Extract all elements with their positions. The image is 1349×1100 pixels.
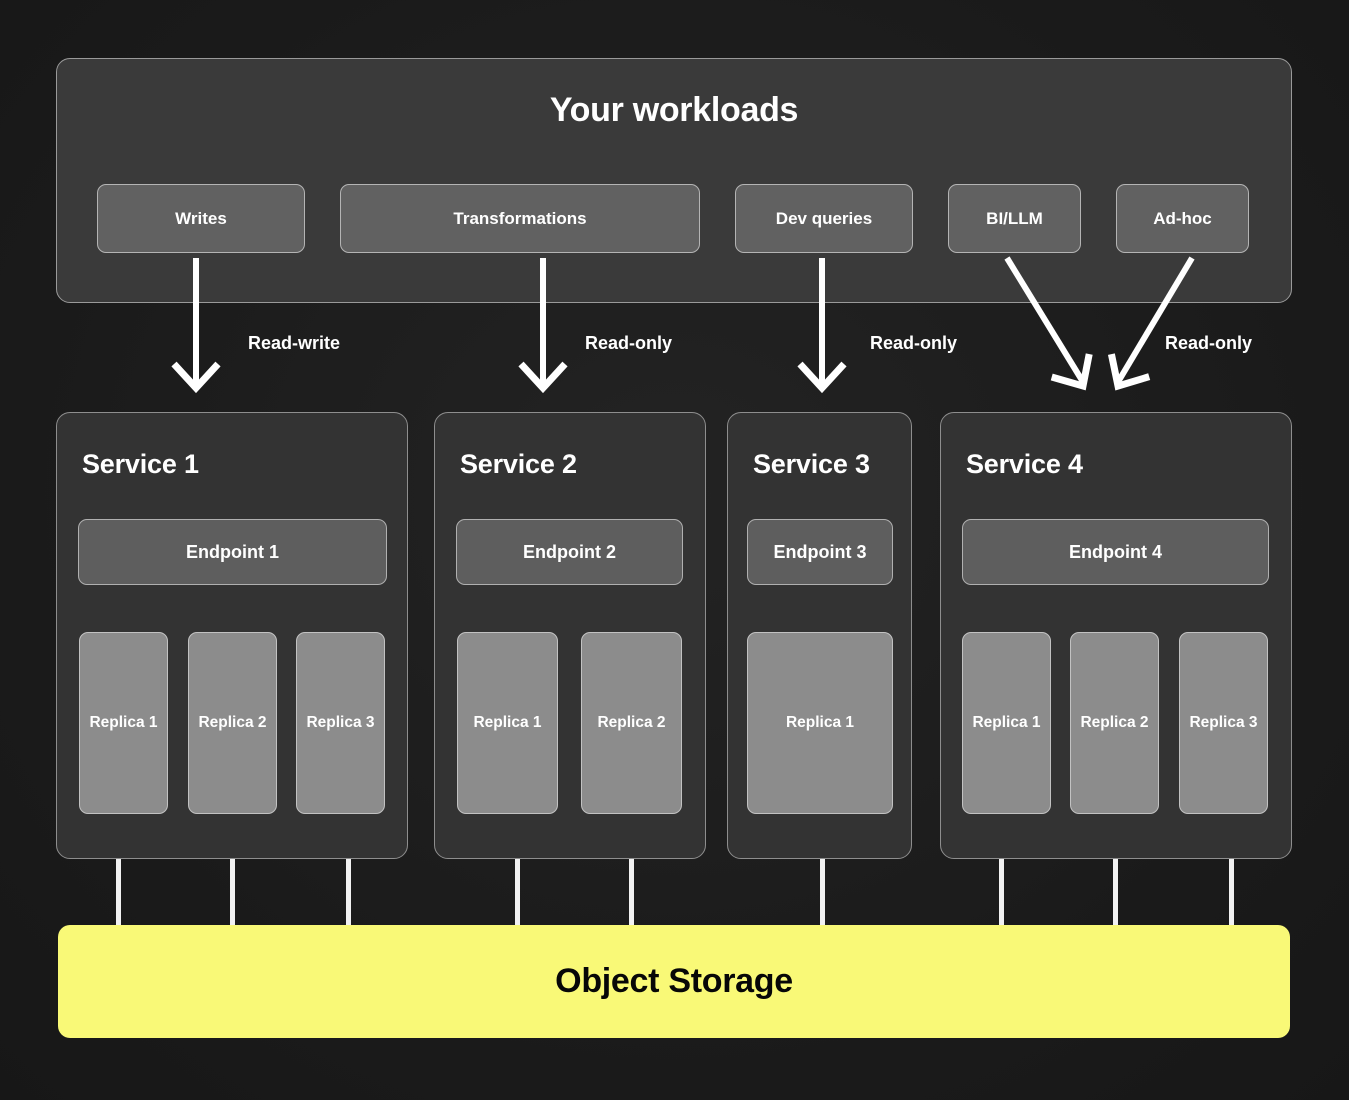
replica-label: Replica 2 [597,714,666,731]
replica-label: Replica 3 [1189,714,1258,731]
arrow-head-3 [1050,353,1093,391]
storage-link-s2-2 [629,859,634,925]
workload-box-transformations[interactable]: Transformations [340,184,700,253]
arrow-head-2 [797,361,847,394]
storage-link-s4-2 [1113,859,1118,925]
endpoint-label: Endpoint 4 [1069,541,1162,562]
workload-box-label: Ad-hoc [1153,208,1212,228]
arrow-label-read-write: Read-write [248,333,341,353]
replica-box-s1-r1[interactable]: Replica 1 [79,632,168,814]
endpoint-box-1[interactable]: Endpoint 1 [78,519,387,585]
workload-box-bi-llm[interactable]: BI/LLM [948,184,1081,253]
storage-link-s4-3 [1229,859,1234,925]
endpoint-box-4[interactable]: Endpoint 4 [962,519,1269,585]
replica-label: Replica 2 [1080,714,1149,731]
replica-box-s4-r1[interactable]: Replica 1 [962,632,1051,814]
replica-label: Replica 3 [306,714,375,731]
storage-link-s4-1 [999,859,1004,925]
endpoint-box-2[interactable]: Endpoint 2 [456,519,683,585]
service-title-4: Service 4 [966,449,1083,479]
replica-box-s1-r3[interactable]: Replica 3 [296,632,385,814]
endpoint-box-3[interactable]: Endpoint 3 [747,519,893,585]
service-title-1: Service 1 [82,449,199,479]
service-title-2: Service 2 [460,449,577,479]
arrow-label-read-only: Read-only [1165,333,1253,353]
workload-box-label: Transformations [453,208,587,228]
workload-box-writes[interactable]: Writes [97,184,305,253]
replica-box-s3-r1[interactable]: Replica 1 [747,632,893,814]
arrow-head-4 [1107,353,1151,391]
workload-box-label: BI/LLM [986,208,1043,228]
workload-box-dev-queries[interactable]: Dev queries [735,184,913,253]
endpoint-label: Endpoint 3 [773,541,867,562]
storage-link-s1-3 [346,859,351,925]
storage-link-s1-1 [116,859,121,925]
object-storage-bar: Object Storage [58,925,1290,1038]
service-title-3: Service 3 [753,449,870,479]
arrow-label-read-only: Read-only [870,333,958,353]
endpoint-label: Endpoint 2 [523,541,616,562]
object-storage-label: Object Storage [555,962,793,1000]
replica-box-s2-r2[interactable]: Replica 2 [581,632,682,814]
your-workloads-panel: Your workloads [56,58,1292,303]
replica-label: Replica 2 [198,714,267,731]
replica-box-s4-r3[interactable]: Replica 3 [1179,632,1268,814]
storage-link-s3-1 [820,859,825,925]
arrow-label-read-only: Read-only [585,333,673,353]
arrow-head-1 [518,361,568,394]
your-workloads-title: Your workloads [549,91,799,129]
replica-box-s2-r1[interactable]: Replica 1 [457,632,558,814]
storage-link-s1-2 [230,859,235,925]
replica-label: Replica 1 [89,714,158,731]
replica-label: Replica 1 [473,714,542,731]
workload-box-label: Writes [175,208,227,228]
replica-label: Replica 1 [785,714,855,731]
replica-box-s4-r2[interactable]: Replica 2 [1070,632,1159,814]
replica-label: Replica 1 [972,714,1041,731]
workload-box-label: Dev queries [775,208,873,228]
replica-box-s1-r2[interactable]: Replica 2 [188,632,277,814]
endpoint-label: Endpoint 1 [186,541,279,562]
storage-link-s2-1 [515,859,520,925]
workload-box-ad-hoc[interactable]: Ad-hoc [1116,184,1249,253]
arrow-head-0 [171,361,221,394]
